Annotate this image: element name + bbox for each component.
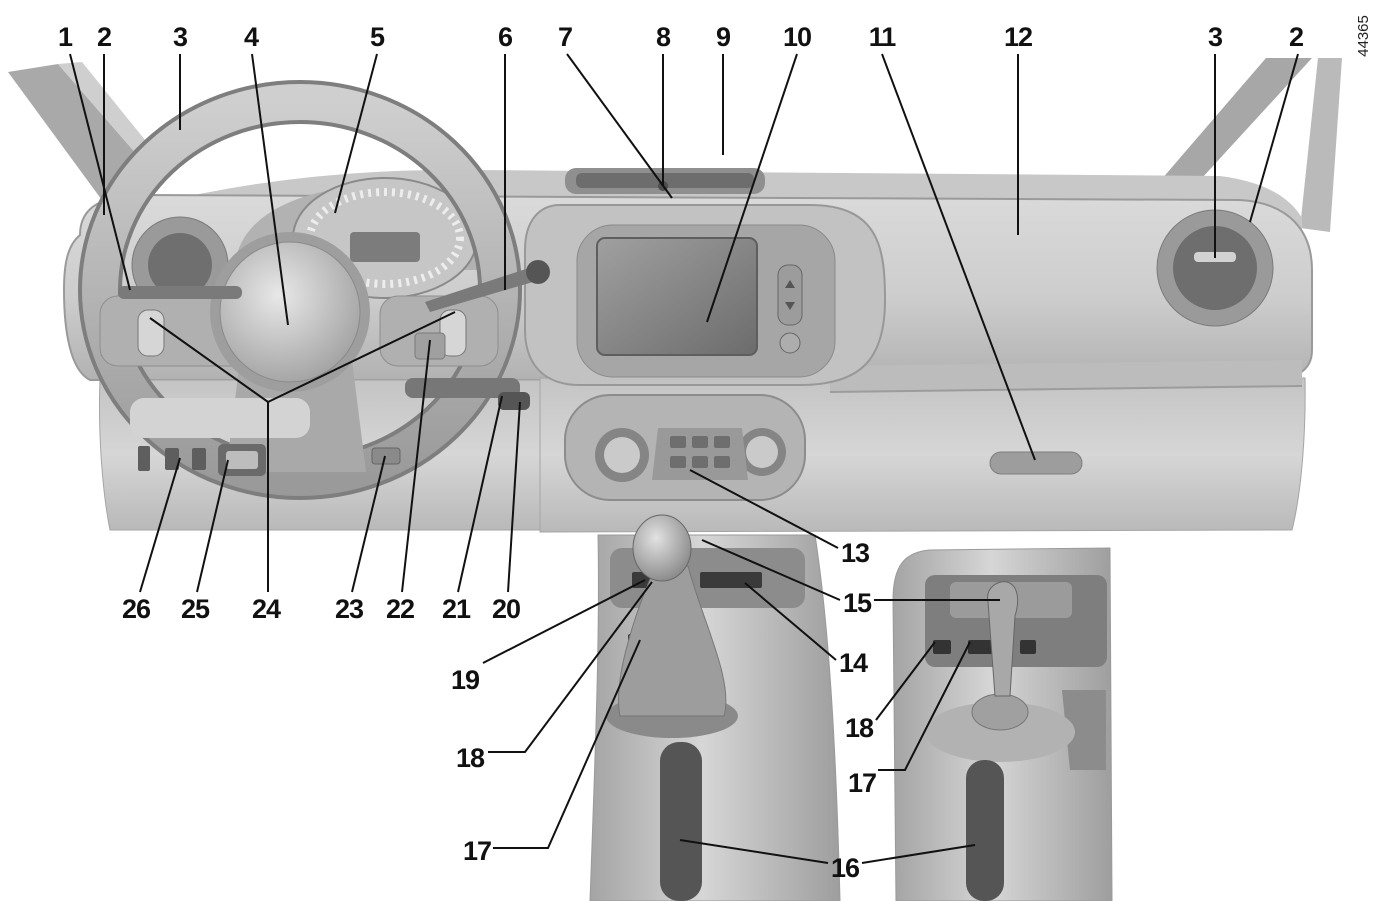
leader-line-16-left [679,839,829,864]
callout-26: 26 [122,594,151,624]
reference-number: 44365 [1355,15,1372,57]
parking-brake [660,742,702,901]
callout-1: 1 [58,22,73,52]
callout-15: 15 [843,588,872,618]
callout-22: 22 [386,594,414,624]
callout-17: 17 [463,836,491,866]
callout-19: 19 [451,665,480,695]
callout-10: 10 [783,22,811,52]
leader-line-21 [457,395,503,593]
callout-5: 5 [370,22,385,52]
callout-3: 3 [173,22,188,52]
callout-24: 24 [252,594,281,624]
leader-line-17-inset [878,641,971,771]
callout-20: 20 [492,594,520,624]
callout-16: 16 [831,853,860,883]
inset-parking-brake [966,760,1004,901]
center-air-vent [565,168,765,194]
right-upper-stalk [425,260,550,312]
steering-wheel-hub [219,241,361,383]
right-side-air-vent [1156,209,1274,327]
callout-18-inset: 18 [845,713,874,743]
callout-2-right: 2 [1289,22,1303,52]
callout-13: 13 [841,538,870,568]
leader-line-1 [69,53,131,291]
leader-line-16-right [861,844,976,864]
leader-line-14 [744,582,837,661]
callout-8: 8 [656,22,671,52]
left-switch-panel [130,398,310,476]
leader-line-7 [566,53,673,199]
leader-line-20 [507,401,521,593]
leader-line-26 [139,457,181,593]
multimedia-screen [596,237,758,356]
right-a-pillar [1142,58,1342,232]
ignition-switch [371,447,401,465]
leader-line-4 [251,53,289,326]
right-lower-stalk [405,378,530,410]
inset-gear-selector [925,581,1075,762]
leader-lines [69,53,1299,864]
callout-17-inset: 17 [848,768,876,798]
screen-side-buttons [777,264,803,354]
callout-23: 23 [335,594,364,624]
leader-line-18 [488,581,653,753]
leader-line-5 [334,53,378,214]
callout-3-right: 3 [1208,22,1223,52]
callout-11: 11 [869,22,897,52]
leader-line-25 [196,459,229,593]
climate-control-panel [564,394,806,501]
leader-line-23 [351,455,386,593]
dashboard-illustration [8,58,1342,901]
callout-25: 25 [181,594,210,624]
leader-line-10 [706,53,798,323]
leader-line-2-right [1249,53,1299,223]
callout-labels: 1 2 3 4 5 6 7 8 9 10 11 12 3 2 26 25 24 … [58,22,1304,883]
callout-9: 9 [716,22,731,52]
leader-line-22 [401,339,431,593]
left-stalk [118,286,242,299]
callout-6: 6 [498,22,513,52]
leader-line-13 [689,469,839,549]
callout-7: 7 [558,22,572,52]
callout-14: 14 [839,648,868,678]
callout-12: 12 [1004,22,1032,52]
leader-line-15-left [701,539,841,601]
leader-line-11 [881,53,1036,461]
leader-line-19 [482,579,646,664]
glovebox-handle [989,451,1083,475]
callout-2: 2 [97,22,111,52]
gear-lever [606,514,738,738]
callout-18: 18 [456,743,485,773]
leader-line-17 [493,639,641,849]
leader-line-18-inset [875,641,936,721]
callout-4: 4 [244,22,259,52]
callout-21: 21 [442,594,471,624]
